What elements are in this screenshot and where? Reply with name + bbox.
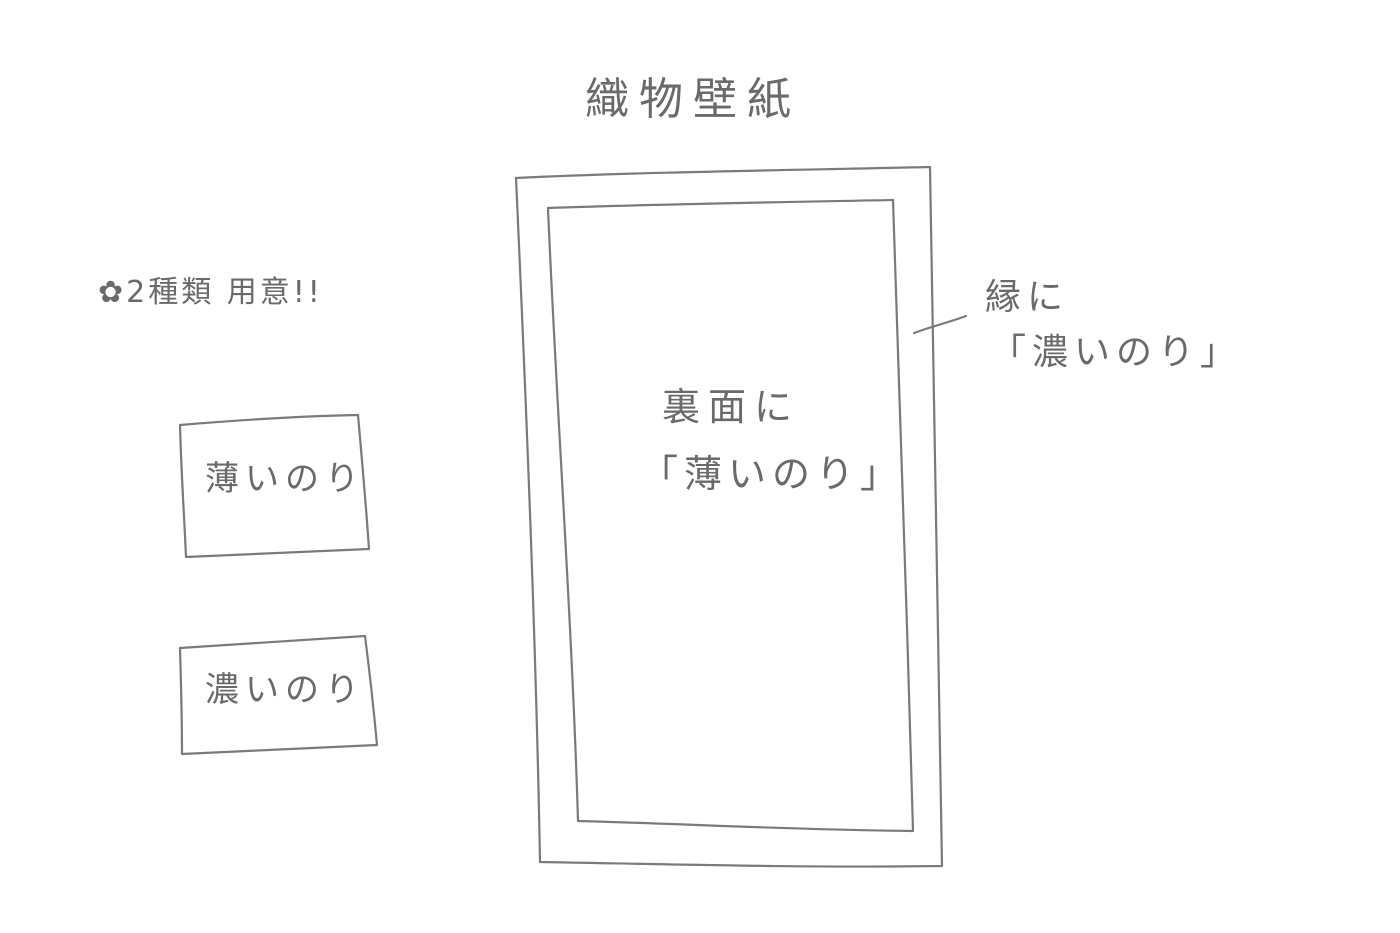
glue-box-thick-outline: [178, 634, 379, 756]
wallpaper-inner-panel: [546, 198, 915, 833]
glue-box-thin-label: 薄いのり: [205, 459, 365, 499]
back-side-glue-label: 「薄いのり」: [640, 452, 905, 496]
diagram-title: 織物壁紙: [585, 74, 801, 125]
edge-leader-line: [912, 314, 968, 335]
wallpaper-outer-border: [514, 165, 944, 868]
two-types-note: ✿2種類 用意!!: [98, 275, 323, 310]
back-side-label: 裏面に: [662, 385, 801, 429]
edge-glue-label: 「濃いのり」: [990, 332, 1243, 373]
glue-box-thin-outline: [178, 413, 371, 559]
glue-box-thick-label: 濃いのり: [205, 670, 365, 710]
edge-label: 縁に: [985, 277, 1070, 318]
